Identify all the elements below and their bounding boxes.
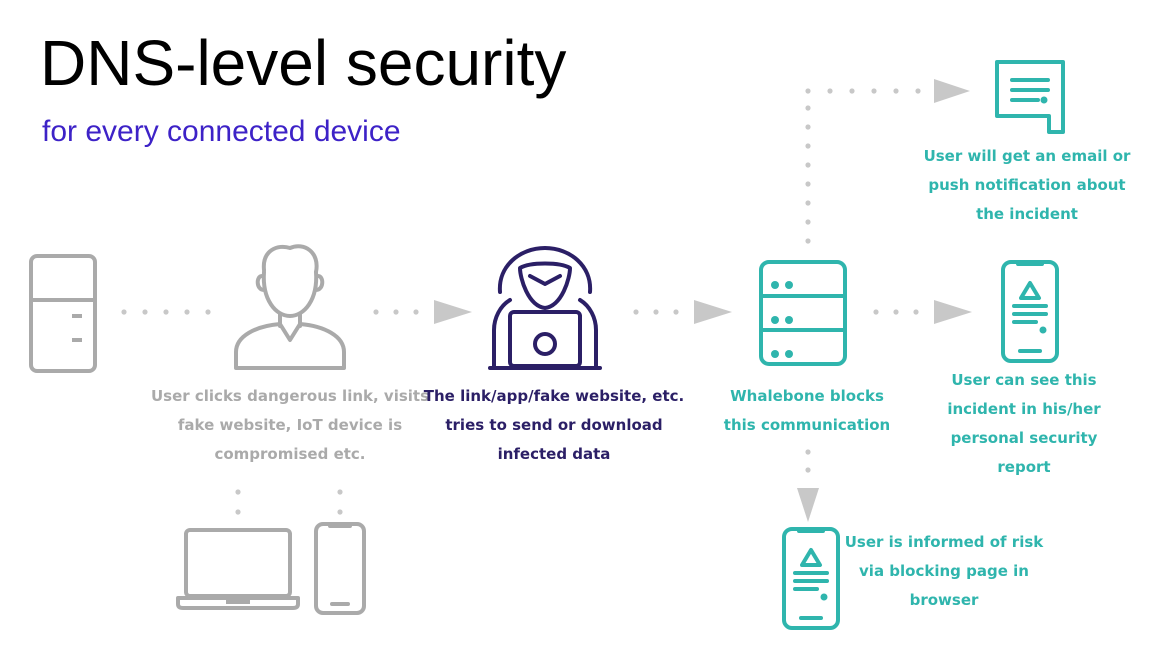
page-title: DNS-level security bbox=[40, 27, 567, 99]
connector-fridge-user bbox=[121, 309, 211, 315]
notification-label: User will get an email or push notificat… bbox=[923, 147, 1131, 223]
user-action-label: User clicks dangerous link, visits fake … bbox=[150, 387, 430, 463]
page-subtitle: for every connected device bbox=[42, 115, 401, 148]
connector-whalebone-notification bbox=[805, 79, 970, 244]
laptop-icon bbox=[176, 528, 300, 610]
connector-threat-whalebone bbox=[633, 300, 732, 324]
server-icon bbox=[759, 260, 847, 366]
whalebone-label: Whalebone blocks this communication bbox=[723, 387, 891, 434]
user-icon bbox=[234, 244, 346, 370]
connector-whalebone-blocking-page bbox=[797, 449, 819, 522]
phone-alert-icon bbox=[782, 527, 840, 630]
report-label: User can see this incident in his/her pe… bbox=[947, 371, 1101, 476]
hacker-laptop-icon bbox=[488, 246, 602, 370]
fridge-icon bbox=[29, 254, 97, 373]
connector-whalebone-report bbox=[873, 300, 972, 324]
connector-user-threat bbox=[373, 300, 472, 324]
phone-alert-icon bbox=[1001, 260, 1059, 363]
threat-label: The link/app/fake website, etc. tries to… bbox=[423, 387, 685, 463]
blocking-page-label: User is informed of risk via blocking pa… bbox=[844, 533, 1044, 609]
smartphone-icon bbox=[314, 522, 366, 615]
message-icon bbox=[995, 60, 1065, 134]
connector-user-devices bbox=[235, 489, 343, 515]
